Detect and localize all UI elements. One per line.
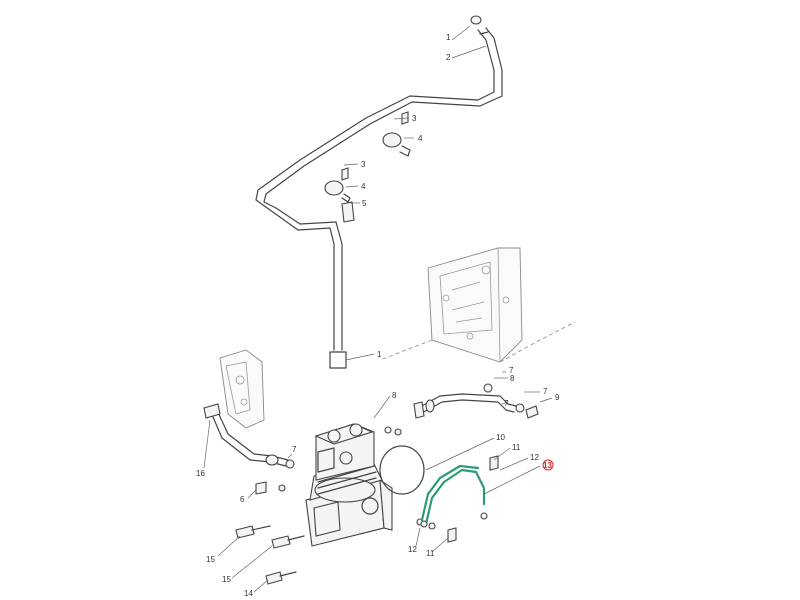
- callout-labels: 1 2 3 4 3 4 5 1 8 7 7 9 8 7 10 11 12 13 …: [196, 33, 560, 598]
- mounting-bolts: [235, 525, 305, 585]
- callout-12: 12: [530, 453, 539, 462]
- callout-7: 7: [543, 387, 548, 396]
- callout-7: 7: [292, 445, 297, 454]
- callout-15: 15: [206, 555, 215, 564]
- callout-11: 11: [426, 549, 435, 558]
- callout-8: 8: [510, 374, 515, 383]
- highlight-marker-circle: [542, 459, 554, 471]
- callout-11: 11: [512, 443, 521, 452]
- callout-8: 6: [240, 495, 245, 504]
- callout-7: 7: [509, 366, 514, 375]
- air-pipe-upper: [255, 15, 503, 369]
- air-pipe-right: [413, 383, 539, 419]
- callout-1: 1: [377, 350, 382, 359]
- callout-5: 5: [362, 199, 367, 208]
- pipe-clamp-upper: [324, 111, 411, 223]
- callout-10: 10: [496, 433, 505, 442]
- callout-9: 9: [555, 393, 560, 402]
- small-fittings: [255, 426, 499, 543]
- air-pipe-left: [203, 403, 295, 469]
- callout-2: 2: [446, 53, 451, 62]
- callout-3: 3: [412, 114, 417, 123]
- callout-3: 3: [361, 160, 366, 169]
- air-compressor: [305, 423, 393, 547]
- oil-line-highlighted: [420, 464, 486, 528]
- mounting-bracket-ghost: [219, 349, 265, 429]
- callout-12: 12: [408, 545, 417, 554]
- o-ring-gasket: [379, 445, 425, 495]
- callout-4: 4: [361, 182, 366, 191]
- callout-16: 16: [196, 469, 205, 478]
- callout-15: 15: [222, 575, 231, 584]
- callout-8: 8: [392, 391, 397, 400]
- callout-4: 4: [418, 134, 423, 143]
- callout-1: 1: [446, 33, 451, 42]
- callout-13-highlighted: 13: [543, 461, 552, 470]
- callout-14: 14: [244, 589, 253, 598]
- leader-lines: [203, 25, 553, 593]
- gear-housing-ghost: [379, 247, 576, 363]
- callout-7: 7: [504, 399, 509, 408]
